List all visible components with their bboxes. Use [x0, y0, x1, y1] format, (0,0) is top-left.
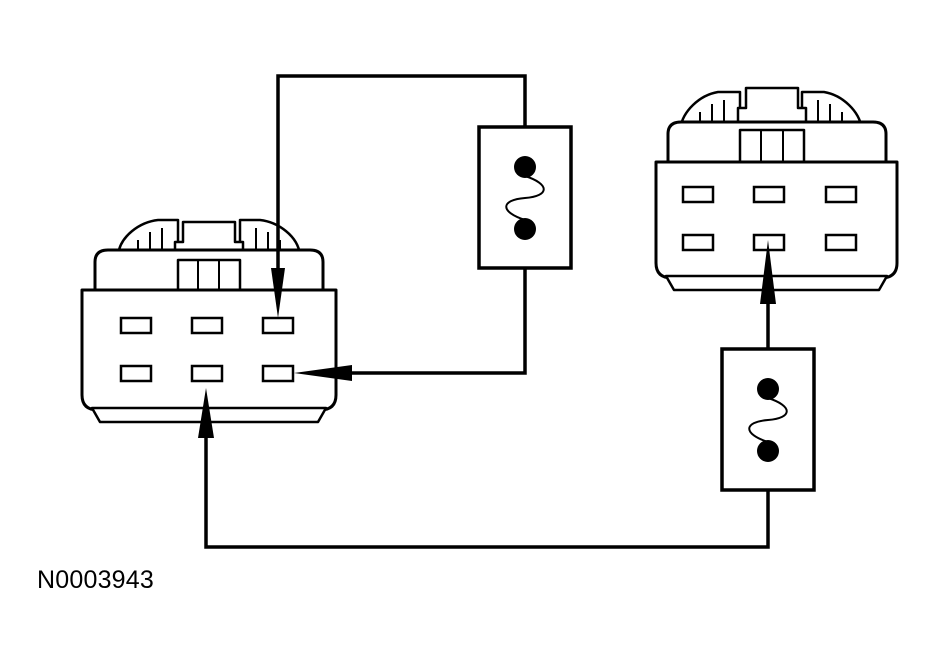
upper-fused-jumper	[477, 125, 573, 270]
right-connector-lock-window	[738, 128, 806, 164]
left-connector-pin-2	[190, 316, 224, 335]
wire-lower-loop	[204, 438, 770, 549]
upper-jumper-terminal-bottom	[514, 218, 536, 240]
right-connector-pin-4	[681, 233, 715, 252]
lower-fused-jumper	[720, 347, 816, 492]
right-connector-pin-1	[681, 185, 715, 204]
left-connector-pin-6	[261, 364, 295, 383]
figure-reference-number: N0003943	[37, 566, 154, 594]
right-connector-pin-6	[824, 233, 858, 252]
right-connector	[654, 86, 899, 292]
left-connector-pin-1	[119, 316, 153, 335]
probe-arrow-left-pin-5	[198, 388, 214, 438]
probe-arrow-left-pin-6	[294, 365, 352, 381]
left-connector-pin-5	[190, 364, 224, 383]
lower-jumper-terminal-bottom	[757, 440, 779, 462]
probe-arrow-right-pin-5	[760, 240, 776, 304]
left-connector-pin-3	[261, 316, 295, 335]
lower-jumper-fuse-element	[748, 397, 788, 443]
left-connector-lock-window	[176, 258, 242, 292]
right-connector-base	[664, 274, 889, 292]
left-connector-body	[80, 288, 338, 412]
upper-jumper-fuse-element	[505, 175, 545, 221]
right-connector-pin-2	[752, 185, 786, 204]
lower-jumper-terminal-top	[757, 378, 779, 400]
lower-jumper-housing	[720, 347, 816, 492]
right-connector-pin-3	[824, 185, 858, 204]
right-connector-pin-5	[752, 233, 786, 252]
upper-jumper-terminal-top	[514, 156, 536, 178]
right-connector-body	[654, 160, 899, 280]
probe-arrow-left-pin-3	[271, 268, 285, 318]
left-connector-pin-4	[119, 364, 153, 383]
left-connector	[80, 218, 338, 424]
wire-upper-loop	[276, 74, 527, 292]
wire-upper-return	[345, 230, 527, 375]
